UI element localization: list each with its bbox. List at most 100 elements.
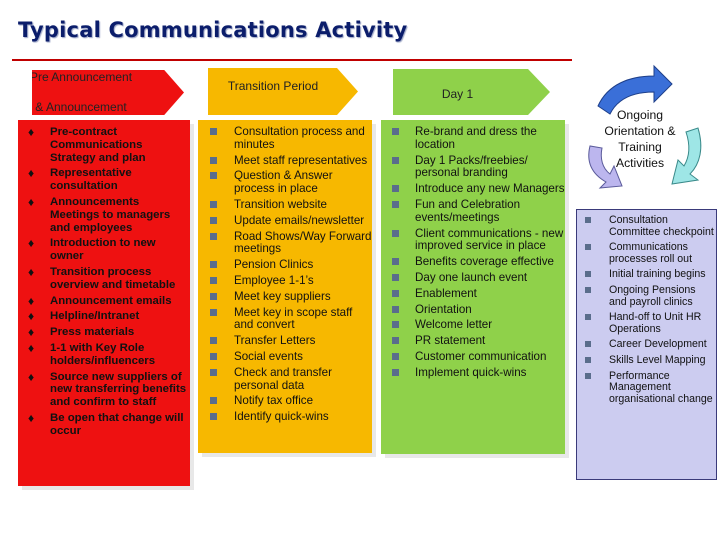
list-item-text: Performance Management organisational ch… <box>609 369 713 405</box>
pre-announcement-list: ♦Pre-contract Communications Strategy an… <box>18 126 190 438</box>
list-item-text: Hand-off to Unit HR Operations <box>609 311 702 335</box>
list-item-text: Social events <box>234 349 303 363</box>
list-item: PR statement <box>381 334 565 348</box>
list-item-text: Road Shows/Way Forward meetings <box>234 229 372 256</box>
square-bullet-icon <box>210 352 217 360</box>
list-item: Transfer Letters <box>198 334 372 348</box>
list-item: Communications processes roll out <box>577 241 716 265</box>
square-bullet-icon <box>210 413 217 421</box>
list-item: Question & Answer process in place <box>198 170 372 196</box>
list-item-text: Communications processes roll out <box>609 241 693 265</box>
list-item: Transition website <box>198 198 372 212</box>
list-item: Client communications - new improved ser… <box>381 227 565 254</box>
list-item-text: Announcements Meetings to managers and e… <box>50 195 171 234</box>
list-item: ♦Pre-contract Communications Strategy an… <box>18 126 190 164</box>
list-item: Social events <box>198 349 372 364</box>
square-bullet-icon <box>585 244 591 251</box>
list-item-text: Notify tax office <box>234 394 314 408</box>
list-item-text: Introduction to new owner <box>50 237 156 263</box>
list-item-text: Day one launch event <box>415 270 528 284</box>
list-item: Orientation <box>381 303 565 317</box>
square-bullet-icon <box>210 276 217 284</box>
list-item: Employee 1-1’s <box>198 273 372 288</box>
square-bullet-icon <box>210 368 217 376</box>
cycle-label-line: Orientation & <box>604 124 676 138</box>
list-item-text: 1-1 with Key Role holders/influencers <box>50 341 156 367</box>
diamond-bullet-icon: ♦ <box>28 309 35 324</box>
square-bullet-icon <box>585 356 591 363</box>
list-item-text: Meet staff representatives <box>234 153 368 167</box>
list-item-text: PR statement <box>415 334 486 348</box>
square-bullet-icon <box>585 286 591 293</box>
list-item-text: Skills Level Mapping <box>609 353 706 366</box>
list-item: Identify quick-wins <box>198 410 372 424</box>
list-item: Meet key in scope staff and convert <box>198 306 372 333</box>
phase-arrow-transition: Transition Period <box>208 68 358 115</box>
list-item-text: Re-brand and dress the location <box>415 125 537 151</box>
diamond-bullet-icon: ♦ <box>28 369 35 384</box>
list-item: Initial training begins <box>577 269 716 281</box>
square-bullet-icon <box>585 341 591 348</box>
diamond-bullet-icon: ♦ <box>28 293 35 308</box>
square-bullet-icon <box>392 337 399 345</box>
list-item: Welcome letter <box>381 318 565 332</box>
list-item: Customer communication <box>381 350 565 364</box>
list-item: ♦ Introduction to new owner <box>18 237 190 263</box>
list-item-text: Ongoing Pensions and payroll clinics <box>609 283 696 308</box>
diamond-bullet-icon: ♦ <box>28 340 35 355</box>
list-item-text: Identify quick-wins <box>234 410 329 424</box>
list-item-text: Question & Answer process in place <box>234 169 333 196</box>
diamond-bullet-icon: ♦ <box>28 264 35 279</box>
list-item-text: Meet key suppliers <box>234 289 331 303</box>
square-bullet-icon <box>392 185 399 193</box>
list-item: Update emails/newsletter <box>198 214 372 228</box>
cycle-arrows-icon <box>588 64 702 189</box>
list-item: Hand-off to Unit HR Operations <box>577 311 716 335</box>
list-item: Re-brand and dress the location <box>381 125 565 152</box>
square-bullet-icon <box>392 156 399 164</box>
list-item-text: Benefits coverage effective <box>415 255 554 269</box>
list-item-text: Implement quick-wins <box>415 365 527 379</box>
list-item: ♦Announcements Meetings to managers and … <box>18 196 190 234</box>
diamond-bullet-icon: ♦ <box>28 410 35 425</box>
square-bullet-icon <box>585 372 591 379</box>
list-item: ♦ Transition process overview and timetab… <box>18 266 190 292</box>
list-item: ♦ Press materials <box>18 326 190 339</box>
list-item-text: Source new suppliers of new transferring… <box>50 370 187 409</box>
list-item-text: Day 1 Packs/freebies/ personal branding <box>415 153 528 180</box>
phase-label-day1: Day 1 <box>441 86 474 101</box>
list-item: Introduce any new Managers <box>381 182 565 196</box>
list-item-text: Consultation process and minutes <box>234 125 365 151</box>
list-item: Consultation Committee checkpoint <box>577 214 716 238</box>
square-bullet-icon <box>585 217 591 223</box>
square-bullet-icon <box>210 200 217 208</box>
square-bullet-icon <box>392 258 399 266</box>
diamond-bullet-icon: ♦ <box>28 236 35 251</box>
diamond-bullet-icon: ♦ <box>28 166 35 181</box>
list-item-text: Transition process overview and timetabl… <box>50 265 176 291</box>
list-item-text: Press materials <box>50 326 135 339</box>
square-bullet-icon <box>392 352 399 360</box>
list-item: Check and transfer personal data <box>198 366 372 393</box>
square-bullet-icon <box>392 368 399 376</box>
square-bullet-icon <box>392 200 399 208</box>
cycle-label-line: Ongoing <box>616 108 664 122</box>
list-item: ♦ 1-1 with Key Role holders/influencers <box>18 342 190 368</box>
list-item: ♦Announcement emails <box>18 293 190 308</box>
list-item-text: Introduce any new Managers <box>415 182 565 196</box>
square-bullet-icon <box>210 308 217 316</box>
list-item-text: Employee 1-1’s <box>234 273 314 287</box>
list-item-text: Pension Clinics <box>234 258 314 272</box>
page-title: Typical Communications Activity <box>18 18 408 42</box>
diamond-bullet-icon: ♦ <box>28 325 35 340</box>
pre-announcement-column: ♦Pre-contract Communications Strategy an… <box>18 120 190 486</box>
cycle-label-line: Activities <box>615 156 665 170</box>
list-item: Fun and Celebration events/meetings <box>381 198 565 225</box>
square-bullet-icon <box>210 172 217 180</box>
cycle-arrow-top-icon <box>597 64 673 115</box>
